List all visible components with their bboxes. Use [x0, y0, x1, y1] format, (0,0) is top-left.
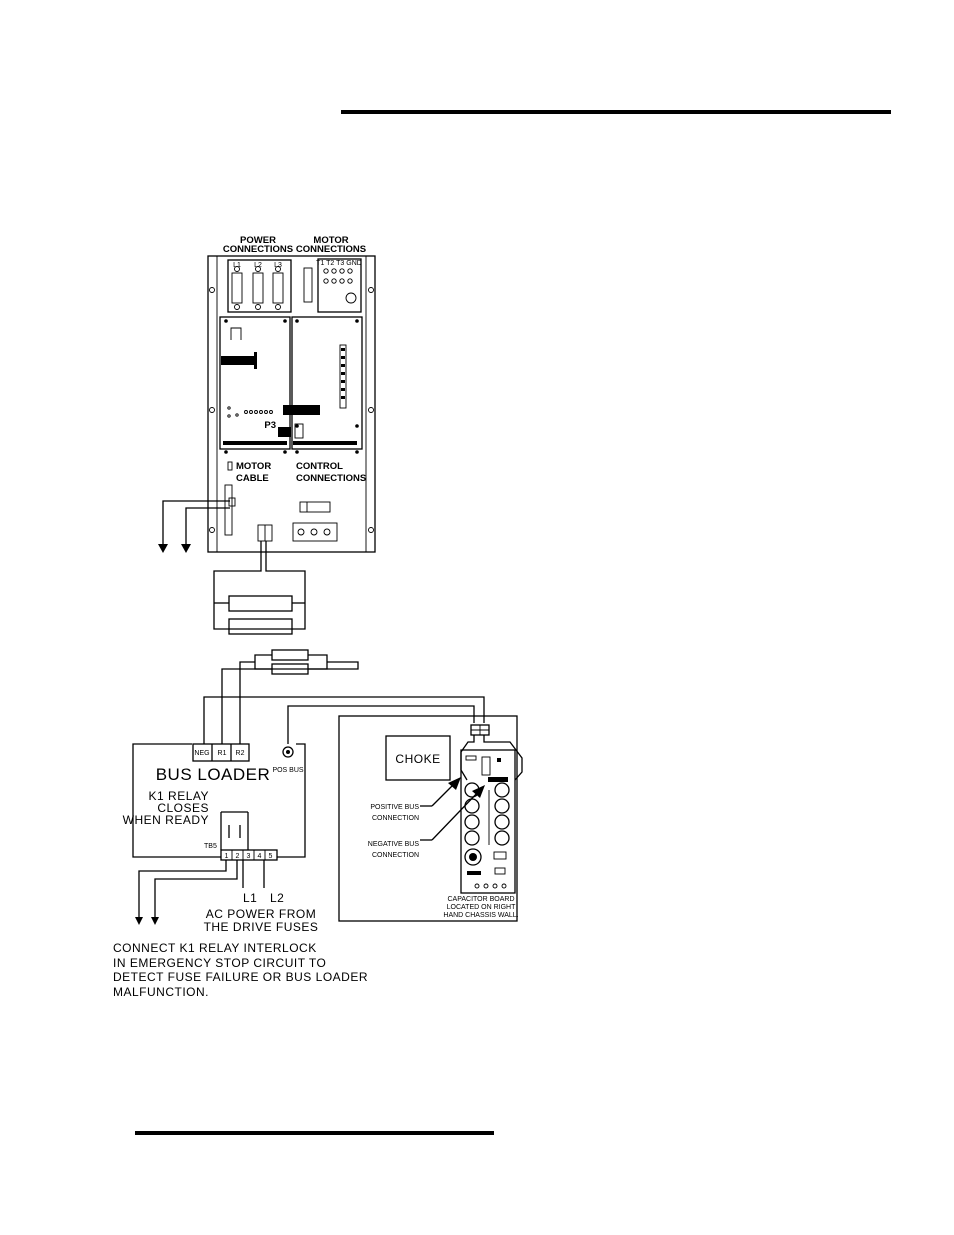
- power-connections-label-2: CONNECTIONS: [223, 244, 293, 255]
- resistor: [228, 595, 293, 612]
- svg-text:3: 3: [247, 853, 251, 860]
- p3-label: P3: [264, 420, 276, 431]
- control-board: [291, 316, 363, 450]
- drive-chassis: [207, 255, 376, 553]
- bus-loader-title: BUS LOADER: [156, 765, 271, 784]
- svg-text:DETECT FUSE FAILURE OR BUS: DETECT FUSE FAILURE OR BUS LOADER: [113, 970, 368, 984]
- ribbon-connector: [283, 405, 320, 415]
- capacitor-note-3: HAND CHASSIS WALL.: [443, 912, 518, 919]
- motor-terminal-block: [317, 258, 362, 313]
- power-terminal-block: [227, 259, 292, 313]
- drive-chassis-side: CHOKE POSITIVE BUS CONNECTION NEGATIVE B…: [338, 715, 523, 922]
- svg-text:2: 2: [236, 853, 240, 860]
- k1-note-2: CLOSES: [157, 801, 209, 815]
- capacitor-board: [460, 749, 516, 894]
- l2-label: L2: [270, 891, 284, 905]
- svg-text:5: 5: [269, 853, 273, 860]
- header-rule: [341, 110, 891, 114]
- positive-bus-label-1: POSITIVE BUS: [370, 804, 419, 811]
- k1-note-1: K1 RELAY: [149, 789, 209, 803]
- negative-bus-label-2: CONNECTION: [372, 852, 419, 859]
- motor-cable-label-1: MOTOR: [236, 461, 271, 472]
- svg-text:R1: R1: [218, 750, 227, 757]
- svg-text:1: 1: [225, 853, 229, 860]
- capacitor-note-2: LOCATED ON RIGHT: [447, 904, 516, 911]
- bus-loader-terminal-strip: [192, 743, 250, 762]
- tb5-terminal-block: [220, 849, 278, 861]
- pos-bus-label: POS BUS: [272, 767, 303, 774]
- svg-text:T1 T2 T3 GND: T1 T2 T3 GND: [316, 260, 362, 267]
- choke: [385, 735, 451, 781]
- load-resistors: [203, 649, 485, 744]
- ac-power-label-2: THE DRIVE FUSES: [204, 920, 319, 934]
- capacitor-note-1: CAPACITOR BOARD: [447, 896, 514, 903]
- k1-relay-contact: [220, 811, 249, 850]
- svg-text:IN EMERGENCY STOP CIRCUIT: IN EMERGENCY STOP CIRCUIT TO: [113, 956, 326, 970]
- svg-text:CONNECT K1 RELAY INTERLOCK: CONNECT K1 RELAY INTERLOCK: [113, 941, 317, 955]
- motor-connections-label-2: CONNECTIONS: [296, 244, 366, 255]
- choke-label: CHOKE: [395, 752, 440, 766]
- ac-power-label-1: AC POWER FROM: [206, 907, 317, 921]
- resistor: [228, 618, 293, 635]
- control-connections-label-2: CONNECTIONS: [296, 473, 366, 484]
- svg-text:4: 4: [258, 853, 262, 860]
- svg-text:L2: L2: [254, 262, 262, 269]
- control-connections-label-1: CONTROL: [296, 461, 343, 472]
- pos-bus-terminal: [282, 746, 294, 758]
- ribbon-connector: [221, 356, 254, 365]
- drive-unit: POWER CONNECTIONS MOTOR CONNECTIONS L1 L…: [207, 235, 376, 553]
- resistor-network: [213, 541, 306, 635]
- svg-text:MALFUNCTION.: MALFUNCTION.: [113, 985, 209, 999]
- negative-bus-label-1: NEGATIVE BUS: [368, 841, 420, 848]
- motor-connections-label-1: MOTOR: [313, 235, 348, 246]
- motor-cable-label-2: CABLE: [236, 473, 269, 484]
- l1-label: L1: [243, 891, 257, 905]
- resistor: [271, 649, 309, 661]
- interlock-instruction: CONNECT K1 RELAY INTERLOCK IN EMERGENCY …: [113, 941, 368, 999]
- footer-rule: [135, 1131, 494, 1135]
- tb5-label: TB5: [204, 843, 217, 850]
- svg-text:NEG: NEG: [194, 750, 209, 757]
- power-connections-label-1: POWER: [240, 235, 276, 246]
- k1-note-3: WHEN READY: [123, 813, 209, 827]
- power-board: [219, 316, 291, 450]
- positive-bus-label-2: CONNECTION: [372, 815, 419, 822]
- svg-text:L3: L3: [274, 262, 282, 269]
- motor-cable-wires: [158, 500, 230, 553]
- bus-loader: NEG R1 R2 POS BUS BUS LOADER K1 RELAY CL…: [123, 743, 319, 934]
- svg-text:L1: L1: [233, 262, 241, 269]
- svg-text:R2: R2: [236, 750, 245, 757]
